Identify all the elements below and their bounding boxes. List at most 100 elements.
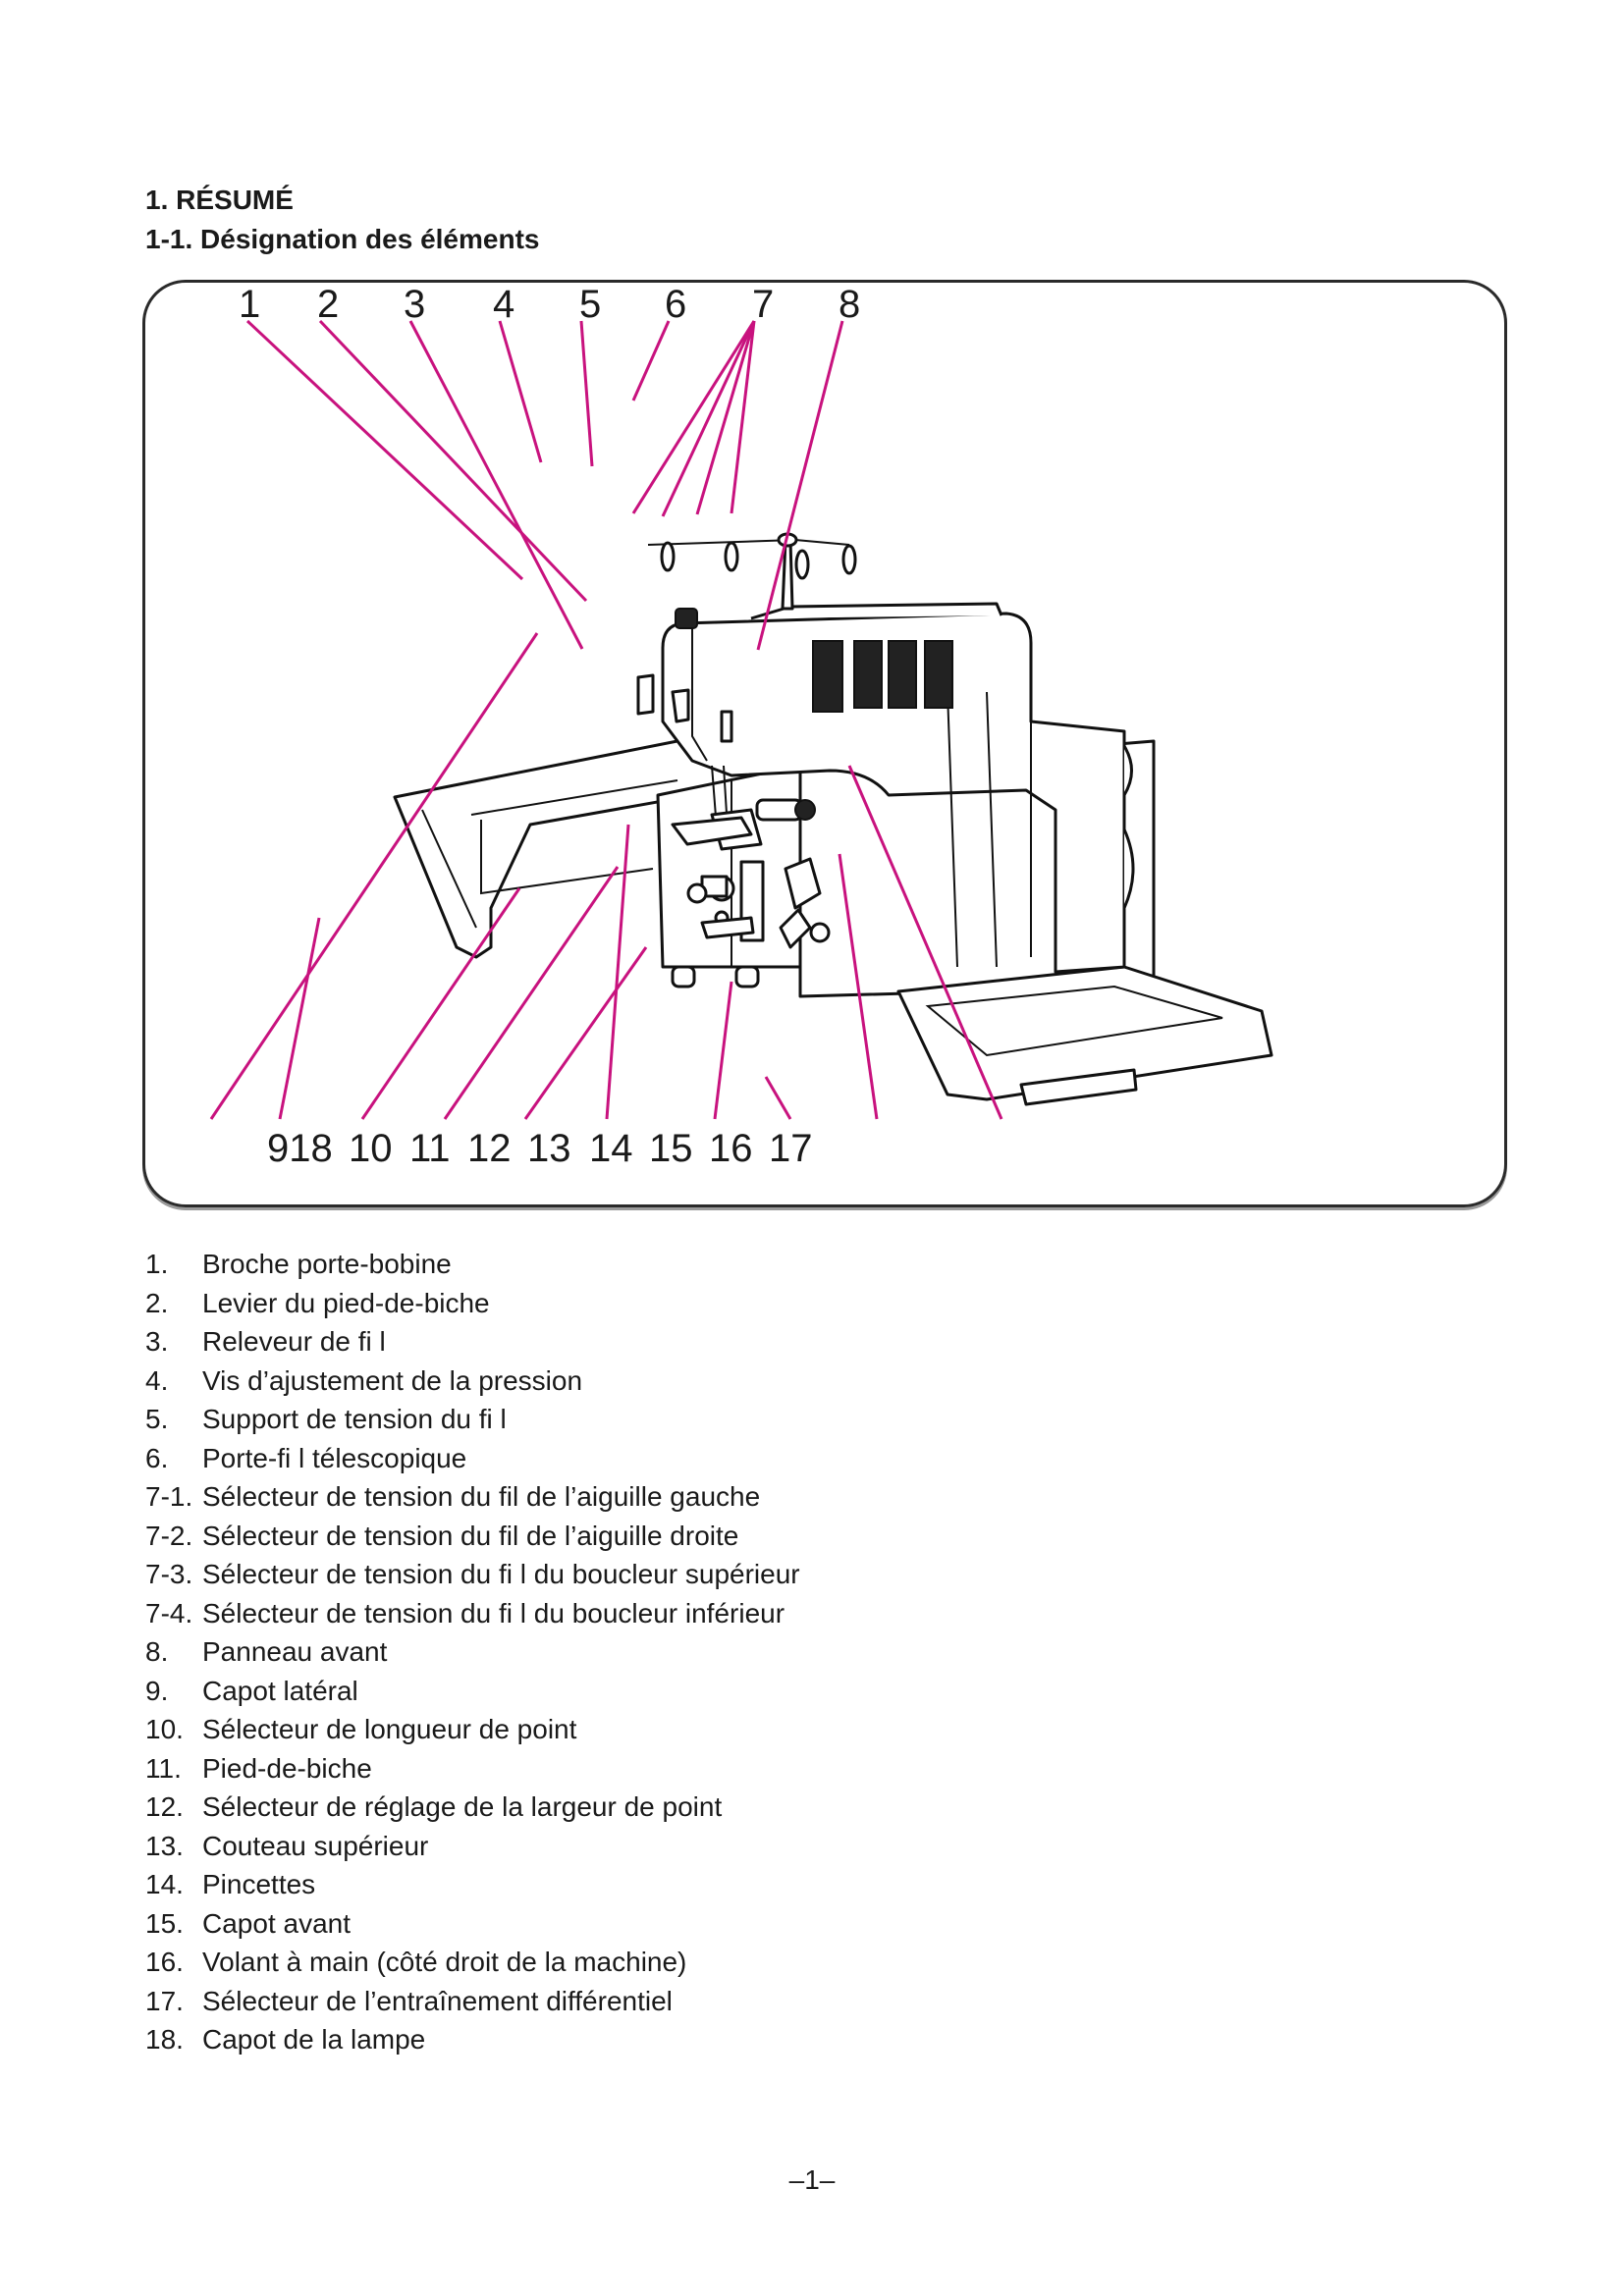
leader-14 — [605, 824, 630, 1120]
part-label: Broche porte-bobine — [202, 1249, 452, 1279]
leader-17 — [847, 765, 1003, 1120]
callout-17: 17 — [769, 1127, 813, 1170]
part-number: 17. — [145, 1985, 184, 2016]
bottom-callouts: 918 10 11 12 13 14 15 16 17 — [267, 1127, 813, 1170]
part-label: Levier du pied-de-biche — [202, 1287, 490, 1318]
tension-dial-2 — [853, 640, 883, 709]
callout-1: 1 — [239, 283, 260, 326]
part-number: 4. — [145, 1364, 169, 1396]
parts-list-item: 7-1.Sélecteur de tension du fil de l’aig… — [145, 1477, 800, 1517]
part-label: Couteau supérieur — [202, 1830, 429, 1861]
part-label: Support de tension du fi l — [202, 1404, 507, 1434]
parts-list-item: 11.Pied-de-biche — [145, 1749, 800, 1789]
callout-10: 10 — [349, 1127, 393, 1170]
parts-list-item: 2. Levier du pied-de-biche — [145, 1284, 800, 1323]
part-label: Sélecteur de réglage de la largeur de po… — [202, 1791, 723, 1822]
section-title: 1. RÉSUMÉ — [145, 185, 294, 215]
part-number: 8. — [145, 1636, 169, 1667]
part-number: 10. — [145, 1714, 184, 1744]
part-label: Porte-fi l télescopique — [202, 1442, 467, 1473]
part-number: 16. — [145, 1947, 184, 1977]
leader-9 — [209, 632, 539, 1120]
parts-list-item: 12. Sélecteur de réglage de la largeur de… — [145, 1788, 800, 1827]
parts-list-item: 1. Broche porte-bobine — [145, 1245, 800, 1284]
leader-15a — [713, 981, 733, 1120]
tension-dial-4 — [924, 640, 953, 709]
machine-drawing — [393, 532, 1273, 1106]
part-label: Pincettes — [202, 1869, 316, 1899]
parts-list-item: 4.Vis d’ajustement de la pression — [145, 1362, 800, 1401]
top-callouts: 1 2 3 4 5 6 7 8 — [239, 283, 860, 326]
part-number: 6. — [145, 1442, 169, 1473]
callout-12: 12 — [467, 1127, 512, 1170]
part-label: Panneau avant — [202, 1636, 388, 1667]
part-label: Sélecteur de tension du fi l du boucleur… — [202, 1559, 800, 1589]
leader-7-4 — [730, 320, 756, 514]
tension-dial-3 — [888, 640, 917, 709]
part-number: 3. — [145, 1326, 169, 1357]
overlock-machine-illustration: 1 2 3 4 5 6 7 8 918 10 11 12 13 14 15 16… — [209, 283, 1273, 1170]
parts-list-item: 5. Support de tension du fi l — [145, 1400, 800, 1439]
part-number: 12. — [145, 1791, 184, 1822]
leader-11 — [443, 866, 620, 1120]
part-number: 13. — [145, 1830, 184, 1861]
part-number: 9. — [145, 1675, 169, 1706]
leader-12 — [523, 946, 648, 1120]
leader-7-1 — [631, 320, 756, 514]
parts-list-item: 17.Sélecteur de l’entraînement différent… — [145, 1982, 800, 2021]
callout-9-18: 918 — [267, 1127, 333, 1170]
parts-diagram: 1 2 3 4 5 6 7 8 918 10 11 12 13 14 15 16… — [142, 280, 1507, 1207]
callout-11: 11 — [409, 1127, 451, 1170]
thread-stand-bar — [647, 538, 850, 546]
tweezers — [700, 916, 755, 939]
leader-lines — [209, 319, 1003, 1120]
part-number: 5. — [145, 1404, 169, 1434]
page-number: –1– — [788, 2164, 836, 2195]
callout-8: 8 — [839, 283, 860, 326]
callout-3: 3 — [404, 283, 425, 326]
part-number: 7-4. — [145, 1597, 193, 1629]
presser-foot-lever — [671, 688, 690, 723]
callout-2: 2 — [317, 283, 339, 326]
part-label: Capot avant — [202, 1907, 351, 1939]
leader-10 — [360, 887, 521, 1120]
leader-4 — [498, 320, 543, 463]
part-label: Capot latéral — [202, 1675, 358, 1706]
part-number: 2. — [145, 1287, 169, 1318]
handwheel — [1122, 745, 1133, 796]
callout-4: 4 — [493, 283, 514, 326]
leader-3 — [408, 320, 584, 650]
pressure-screw — [675, 608, 698, 629]
leader-6 — [631, 320, 671, 401]
leader-18 — [278, 917, 321, 1120]
parts-list-item: 3.Releveur de fi l — [145, 1322, 800, 1362]
parts-list-item: 16.Volant à main (côté droit de la machi… — [145, 1943, 800, 1982]
leader-15b — [764, 1076, 792, 1120]
leader-8 — [756, 320, 844, 651]
parts-list-item: 15. Capot avant — [145, 1904, 800, 1944]
part-number: 1. — [145, 1249, 169, 1279]
part-label: Sélecteur de longueur de point — [202, 1714, 577, 1744]
parts-list-item: 7-4.Sélecteur de tension du fi l du bouc… — [145, 1594, 800, 1633]
callout-5: 5 — [579, 283, 601, 326]
part-number: 14. — [145, 1869, 184, 1899]
parts-list-item: 7-3. Sélecteur de tension du fi l du bouc… — [145, 1555, 800, 1594]
parts-list-item: 14. Pincettes — [145, 1865, 800, 1904]
parts-list-item: 7-2.Sélecteur de tension du fil de l’aig… — [145, 1517, 800, 1556]
callout-6: 6 — [665, 283, 686, 326]
subsection-title: 1-1. Désignation des éléments — [145, 224, 540, 254]
parts-list-item: 8. Panneau avant — [145, 1632, 800, 1672]
callout-7: 7 — [752, 283, 774, 326]
part-label: Sélecteur de tension du fil de l’aiguill… — [202, 1520, 739, 1551]
callout-16: 16 — [709, 1127, 753, 1170]
upper-arm — [661, 612, 1126, 974]
parts-list-item: 6. Porte-fi l télescopique — [145, 1439, 800, 1478]
part-number: 11. — [145, 1752, 182, 1784]
part-number: 7-1. — [145, 1481, 193, 1512]
callout-14: 14 — [589, 1127, 633, 1170]
side-cover — [656, 764, 802, 969]
part-number: 15. — [145, 1907, 184, 1939]
parts-list-item: 18.Capot de la lampe — [145, 2020, 800, 2059]
part-number: 7-3. — [145, 1559, 193, 1589]
leader-1 — [245, 319, 524, 581]
